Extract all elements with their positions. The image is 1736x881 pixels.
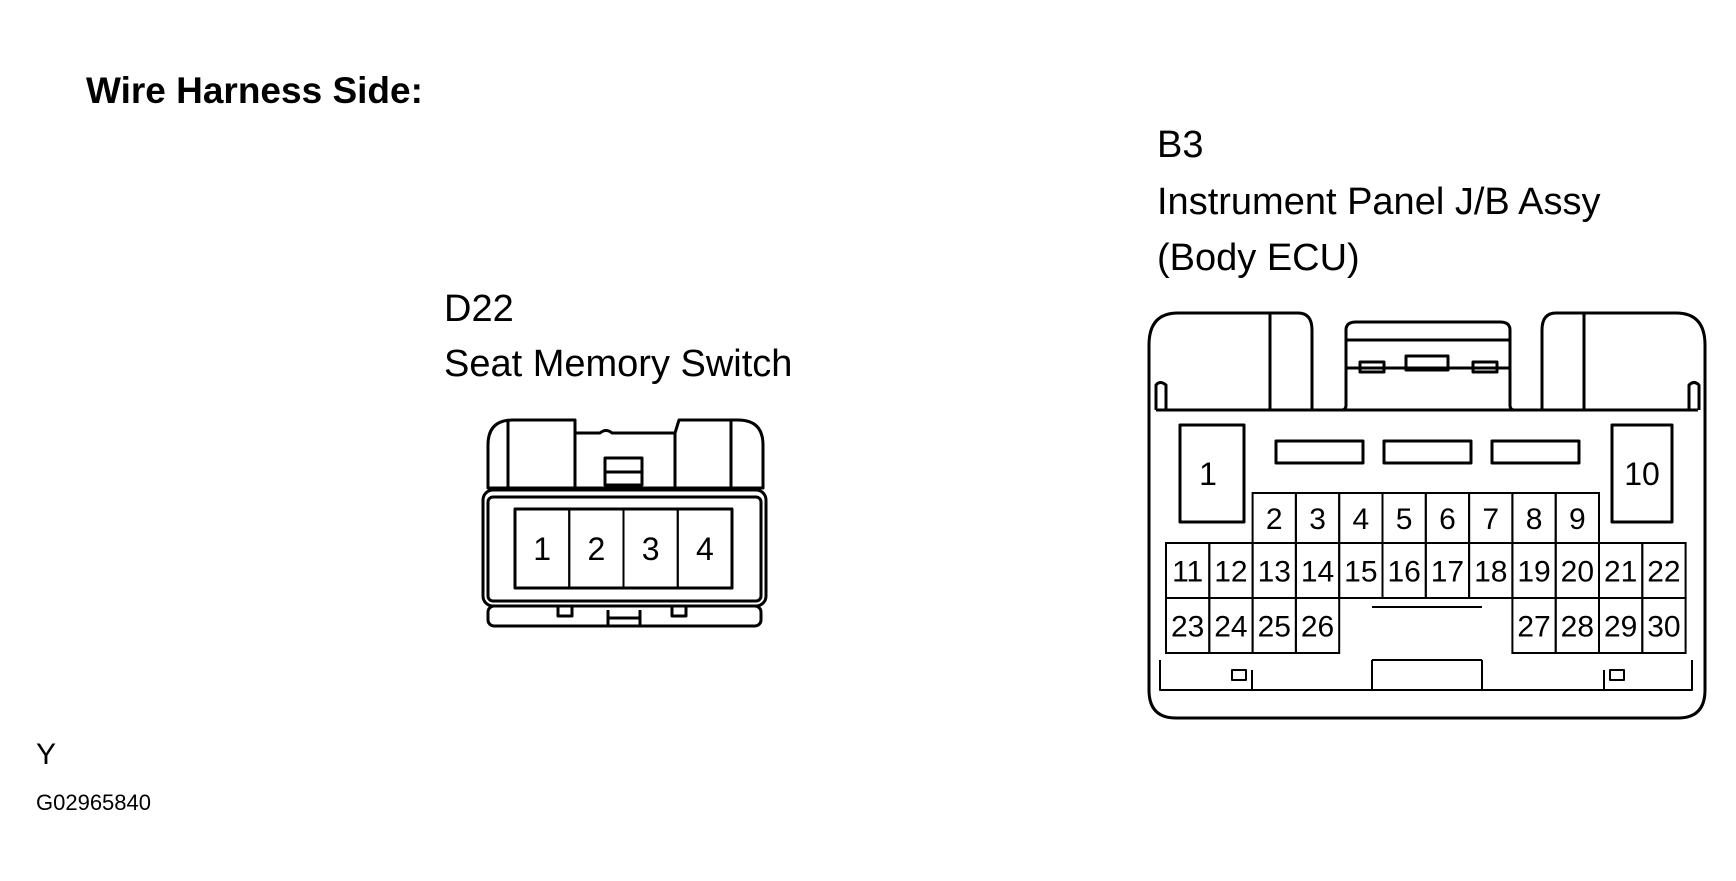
b3-connector-name: Instrument Panel J/B Assy	[1157, 181, 1601, 223]
b3-pin-5-label: 5	[1396, 503, 1413, 536]
b3-connector-name-line2: (Body ECU)	[1157, 237, 1360, 279]
b3-pin-29-label: 29	[1604, 610, 1637, 643]
b3-pin-28-label: 28	[1561, 610, 1594, 643]
diagram-heading: Wire Harness Side:	[86, 70, 423, 111]
b3-pin-8-label: 8	[1526, 503, 1543, 536]
b3-pin-21-label: 21	[1604, 555, 1637, 588]
b3-pin-15-label: 15	[1344, 555, 1377, 588]
d22-pin-1-label: 1	[533, 531, 551, 567]
b3-pin-13-label: 13	[1258, 555, 1291, 588]
b3-pin-12-label: 12	[1214, 555, 1247, 588]
b3-pin-11-label: 11	[1172, 555, 1203, 588]
b3-pin-26-cell	[1294, 597, 1341, 654]
b3-pin-19-label: 19	[1517, 555, 1550, 588]
b3-pin-1-label: 1	[1199, 456, 1217, 492]
d22-pin-3-label: 3	[642, 531, 660, 567]
b3-pin-16-label: 16	[1387, 555, 1420, 588]
b3-pin-4-label: 4	[1353, 503, 1370, 536]
b3-pin-26-label: 26	[1301, 610, 1334, 643]
b3-pin-18-label: 18	[1474, 555, 1507, 588]
b3-pin-24-label: 24	[1214, 610, 1247, 643]
b3-pin-30-cell	[1641, 597, 1687, 654]
b3-pin-30-label: 30	[1647, 610, 1680, 643]
b3-pin-7-label: 7	[1482, 503, 1499, 536]
b3-pin-6-label: 6	[1439, 503, 1456, 536]
b3-connector-code: B3	[1157, 124, 1204, 166]
d22-pin-2-label: 2	[587, 531, 605, 567]
b3-pin-10-label: 10	[1624, 456, 1660, 492]
figure-code: G02965840	[36, 790, 151, 815]
b3-pin-17-label: 17	[1431, 555, 1464, 588]
b3-pin-23-label: 23	[1171, 610, 1204, 643]
b3-pin-14-label: 14	[1301, 555, 1334, 588]
b3-connector	[1147, 311, 1707, 720]
d22-connector	[481, 418, 768, 628]
d22-connector-name: Seat Memory Switch	[444, 343, 793, 385]
b3-pin-3-label: 3	[1309, 503, 1326, 536]
b3-pin-9-label: 9	[1569, 503, 1586, 536]
b3-pin-25-label: 25	[1258, 610, 1291, 643]
b3-pin-20-label: 20	[1561, 555, 1594, 588]
footer-letter: Y	[36, 738, 57, 771]
b3-pin-2-label: 2	[1266, 503, 1283, 536]
b3-pin-22-label: 22	[1647, 555, 1680, 588]
d22-pin-4-cell	[676, 508, 733, 589]
b3-pin-27-label: 27	[1517, 610, 1550, 643]
d22-connector-code: D22	[444, 288, 514, 330]
d22-pin-4-label: 4	[696, 531, 714, 567]
